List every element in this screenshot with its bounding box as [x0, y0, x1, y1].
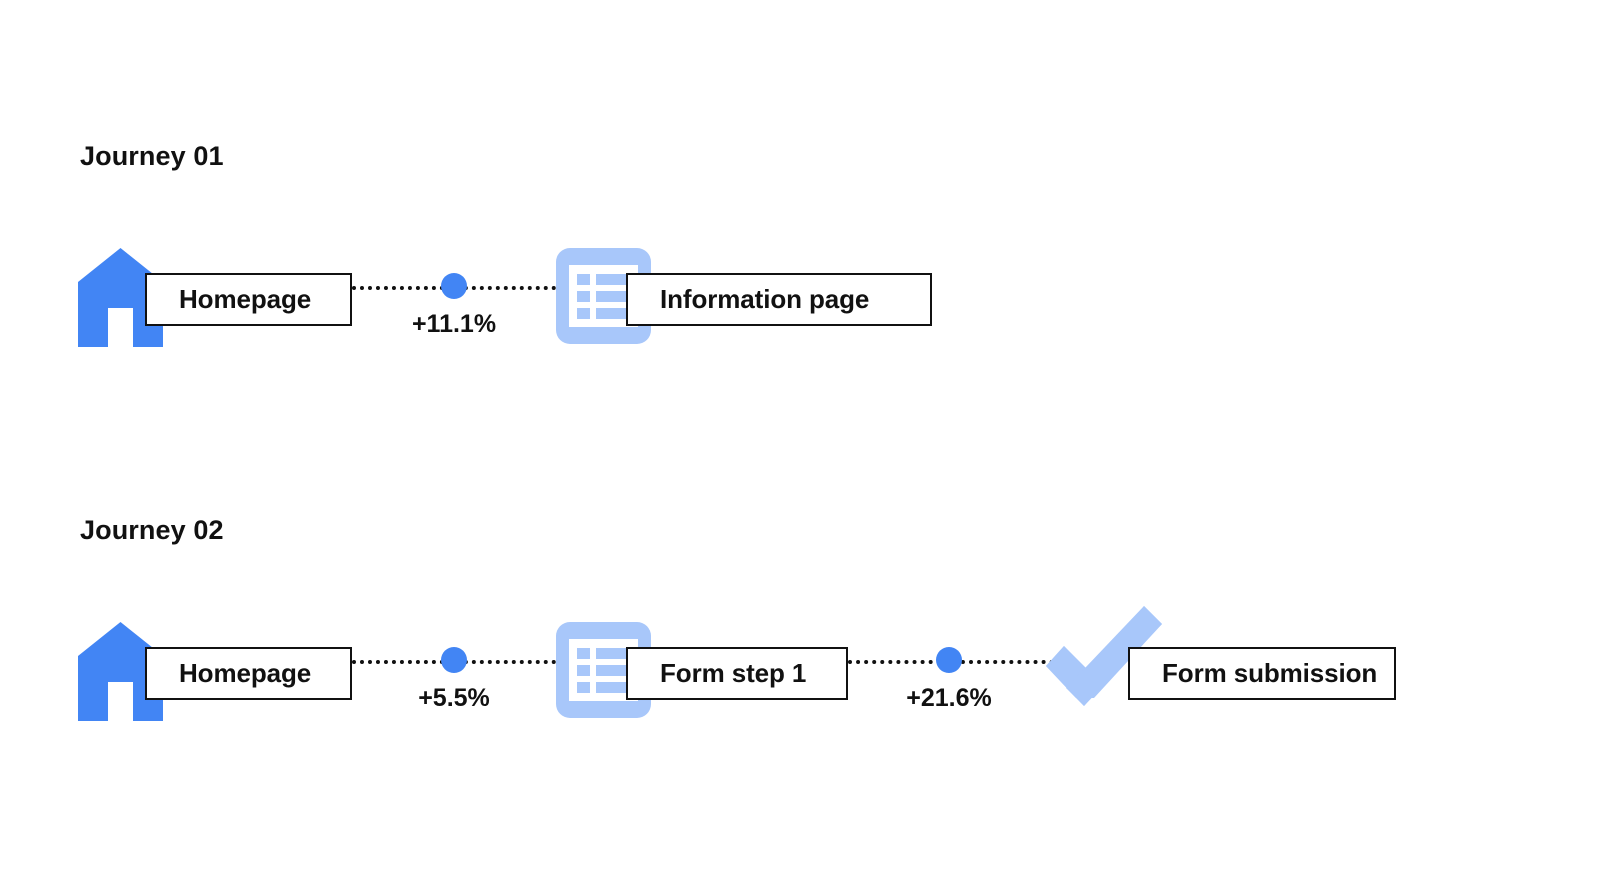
node-box[interactable]: Form submission: [1128, 647, 1396, 700]
home-icon: [78, 248, 163, 347]
check-icon: [1046, 606, 1162, 716]
node-label: Homepage: [179, 284, 312, 314]
home-icon: [78, 622, 163, 721]
transition-value: +21.6%: [906, 684, 992, 712]
node-box[interactable]: Homepage: [145, 273, 352, 326]
transition-dot[interactable]: [936, 647, 962, 673]
transition-value: +11.1%: [411, 310, 497, 338]
node-box[interactable]: Homepage: [145, 647, 352, 700]
journey-flow: +5.5% +21.6% Homepage Form step 1 Form submi…: [0, 596, 1601, 726]
transition-dot[interactable]: [441, 273, 467, 299]
node-label: Form step 1: [660, 658, 807, 688]
transition-dot[interactable]: [441, 647, 467, 673]
journey-flow: +11.1% Homepage Information page: [0, 222, 1601, 352]
node-label: Form submission: [1162, 658, 1378, 688]
node-box[interactable]: Form step 1: [626, 647, 848, 700]
node-box[interactable]: Information page: [626, 273, 932, 326]
node-label: Information page: [660, 284, 870, 314]
journey-title: Journey 01: [80, 141, 224, 171]
node-label: Homepage: [179, 658, 312, 688]
transition-value: +5.5%: [418, 684, 490, 712]
journey-title: Journey 02: [80, 515, 224, 545]
